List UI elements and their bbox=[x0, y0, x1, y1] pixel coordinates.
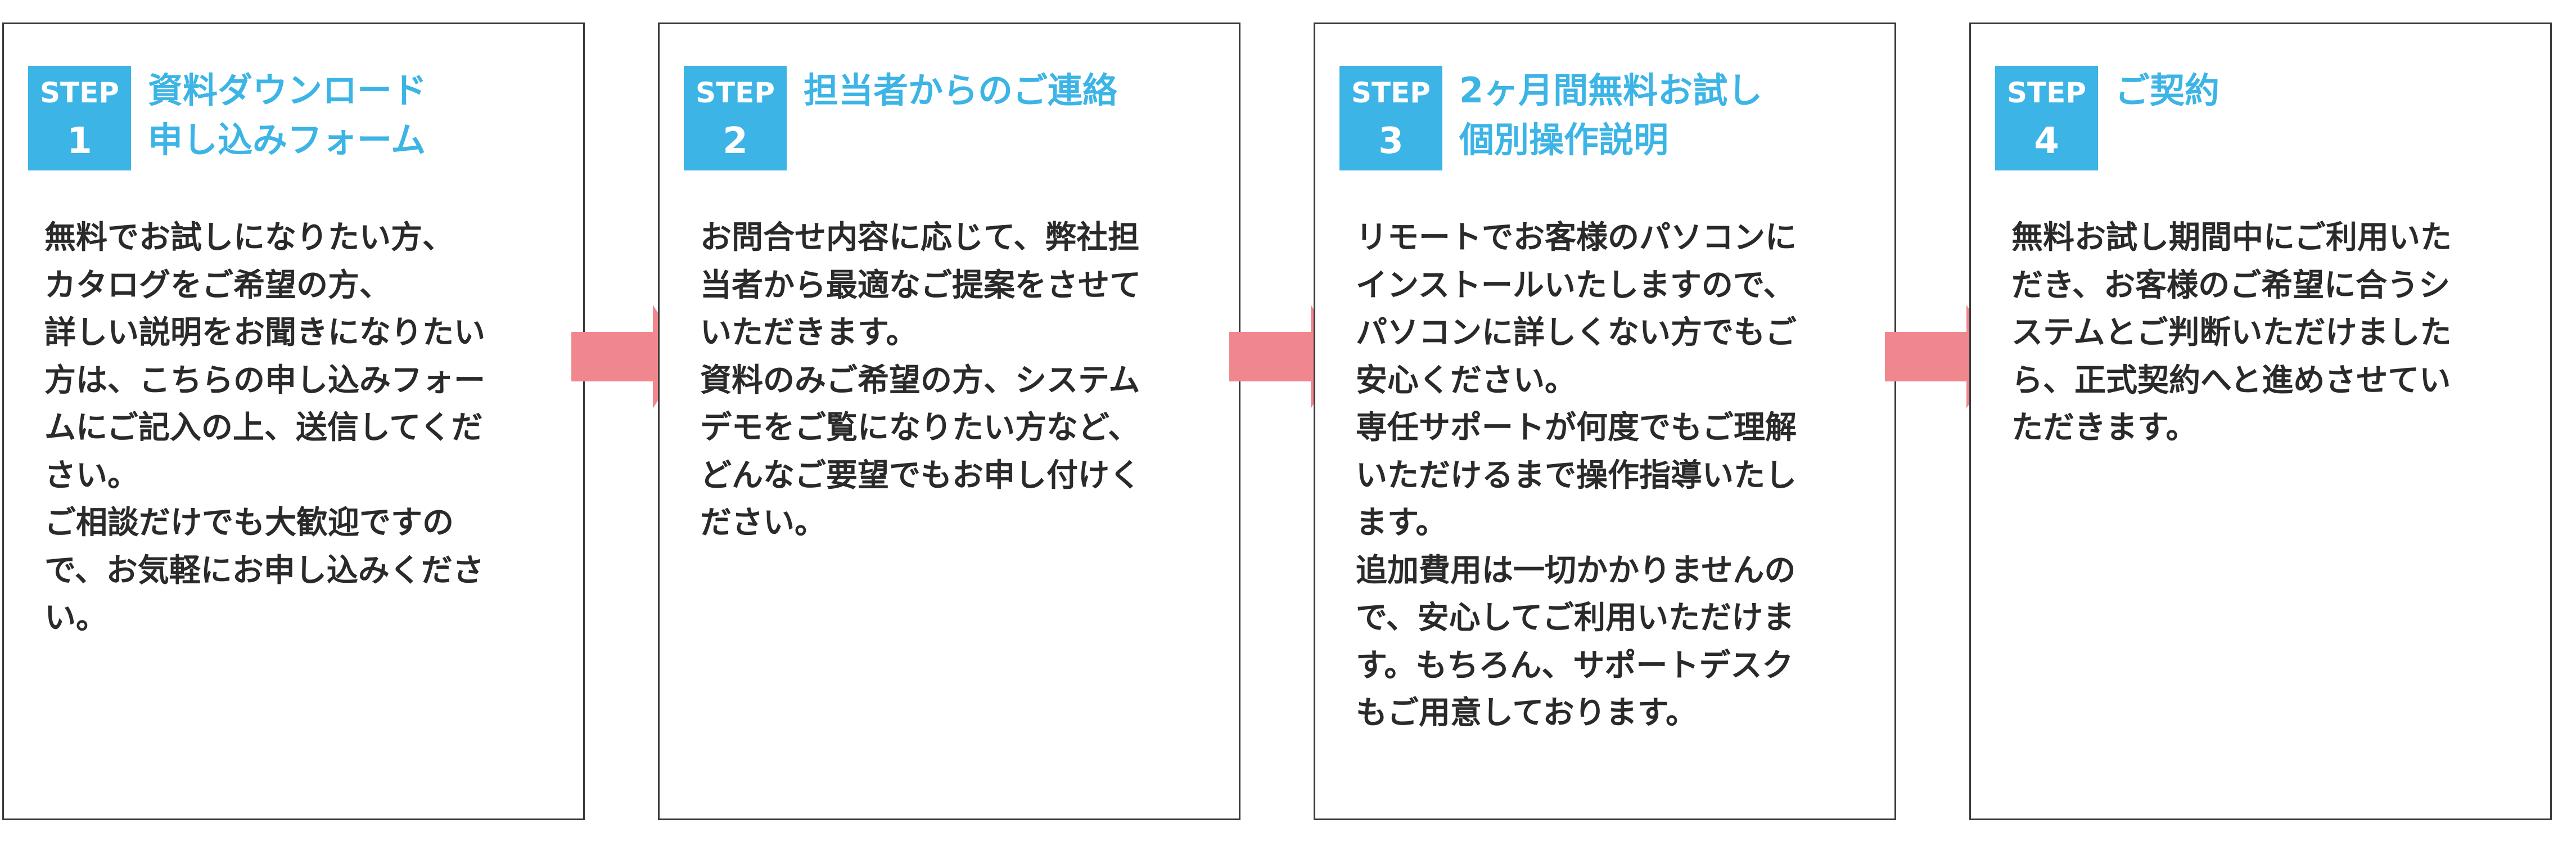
step-description-line: い。 bbox=[44, 600, 107, 636]
step-description-line: だき、お客様のご希望に合うシ bbox=[2011, 267, 2451, 304]
step-description-line: 安心ください。 bbox=[1356, 362, 1576, 399]
step-description-line: インストールいたしますので、 bbox=[1356, 267, 1795, 304]
step-description-line: ステムとご判断いただけました bbox=[2011, 314, 2452, 351]
step-description-line: 追加費用は一切かかりませんの bbox=[1356, 552, 1796, 589]
step-description-line: す。もちろん、サポートデスク bbox=[1356, 647, 1794, 684]
step-description-line: いただけるまで操作指導いたし bbox=[1356, 457, 1797, 494]
step-description-line: ら、正式契約へと進めさせてい bbox=[2011, 362, 2451, 399]
step-description-line: 方は、こちらの申し込みフォー bbox=[44, 362, 485, 399]
step-description-line: ださい。 bbox=[700, 505, 826, 541]
step-heading-line: 申し込みフォーム bbox=[148, 119, 426, 160]
step-badge-number: 3 bbox=[1378, 120, 1404, 162]
step-card-3: STEP 3 2ヶ月間無料お試し 個別操作説明 リモートでお客様のパソコンに イ… bbox=[1314, 23, 1896, 820]
step-description-line: ます。 bbox=[1356, 505, 1447, 541]
step-description-line: 専任サポートが何度でもご理解 bbox=[1356, 410, 1797, 446]
step-description-line: 無料でお試しになりたい方、 bbox=[44, 219, 454, 256]
step-badge-number: 4 bbox=[2034, 120, 2059, 162]
step-description-line: 詳しい説明をお聞きになりたい bbox=[44, 314, 485, 351]
step-description: お問合せ内容に応じて、弊社担 当者から最適なご提案をさせて いただきます。 資料… bbox=[700, 214, 1217, 547]
step-description-line: パソコンに詳しくない方でもご bbox=[1356, 314, 1797, 351]
step-badge: STEP 3 bbox=[1339, 66, 1442, 170]
step-description-line: もご用意しております。 bbox=[1356, 695, 1698, 731]
step-badge-label: STEP bbox=[696, 77, 775, 109]
step-description-line: カタログをご希望の方、 bbox=[44, 267, 391, 304]
step-description: リモートでお客様のパソコンに インストールいたしますので、 パソコンに詳しくない… bbox=[1356, 214, 1873, 737]
step-badge-number: 2 bbox=[723, 120, 748, 162]
step-description-line: で、安心してご利用いただけま bbox=[1356, 600, 1795, 636]
step-description-line: いただきます。 bbox=[700, 314, 918, 351]
step-description-line: お問合せ内容に応じて、弊社担 bbox=[700, 219, 1140, 256]
step-description: 無料でお試しになりたい方、 カタログをご希望の方、 詳しい説明をお聞きになりたい… bbox=[44, 214, 562, 642]
step-description-line: ただきます。 bbox=[2011, 410, 2198, 446]
step-heading-line: 資料ダウンロード bbox=[148, 70, 427, 111]
arrow-shape bbox=[571, 305, 687, 408]
step-heading-line: 個別操作説明 bbox=[1459, 119, 1669, 160]
step-description-line: で、お気軽にお申し込みくださ bbox=[44, 552, 484, 589]
step-heading-line: 2ヶ月間無料お試し bbox=[1459, 70, 1763, 111]
step-badge-label: STEP bbox=[40, 77, 119, 109]
step-badge: STEP 1 bbox=[28, 66, 131, 170]
arrow-right-icon bbox=[571, 305, 687, 408]
step-heading-line: 担当者からのご連絡 bbox=[804, 70, 1118, 111]
step-description-line: ご相談だけでも大歓迎ですの bbox=[44, 505, 454, 541]
step-card-1: STEP 1 資料ダウンロード 申し込みフォーム 無料でお試しになりたい方、 カ… bbox=[2, 23, 585, 820]
step-description-line: 資料のみご希望の方、システム bbox=[700, 362, 1140, 399]
step-card-2: STEP 2 担当者からのご連絡 お問合せ内容に応じて、弊社担 当者から最適なご… bbox=[658, 23, 1240, 820]
step-card-4: STEP 4 ご契約 無料お試し期間中にご利用いた だき、お客様のご希望に合うシ… bbox=[1969, 23, 2552, 820]
step-badge-label: STEP bbox=[1351, 77, 1431, 109]
step-heading: 担当者からのご連絡 bbox=[804, 66, 1117, 115]
step-badge-label: STEP bbox=[2007, 77, 2086, 109]
step-description-line: 当者から最適なご提案をさせて bbox=[700, 267, 1141, 304]
step-heading: ご契約 bbox=[2115, 66, 2219, 115]
step-description-line: デモをご覧になりたい方など、 bbox=[700, 410, 1140, 446]
step-description-line: どんなご要望でもお申し付けく bbox=[700, 457, 1141, 494]
step-badge: STEP 4 bbox=[1995, 66, 2098, 170]
step-heading-line: ご契約 bbox=[2115, 70, 2220, 111]
step-description-line: リモートでお客様のパソコンに bbox=[1356, 219, 1797, 256]
step-description-line: ムにご記入の上、送信してくだ bbox=[44, 410, 483, 446]
step-heading: 資料ダウンロード 申し込みフォーム bbox=[148, 66, 427, 165]
step-description: 無料お試し期間中にご利用いた だき、お客様のご希望に合うシ ステムとご判断いただ… bbox=[2011, 214, 2529, 452]
step-badge-number: 1 bbox=[67, 120, 92, 162]
step-description-line: 無料お試し期間中にご利用いた bbox=[2011, 219, 2452, 256]
step-badge: STEP 2 bbox=[684, 66, 787, 170]
step-description-line: さい。 bbox=[44, 457, 139, 494]
step-heading: 2ヶ月間無料お試し 個別操作説明 bbox=[1459, 66, 1762, 165]
